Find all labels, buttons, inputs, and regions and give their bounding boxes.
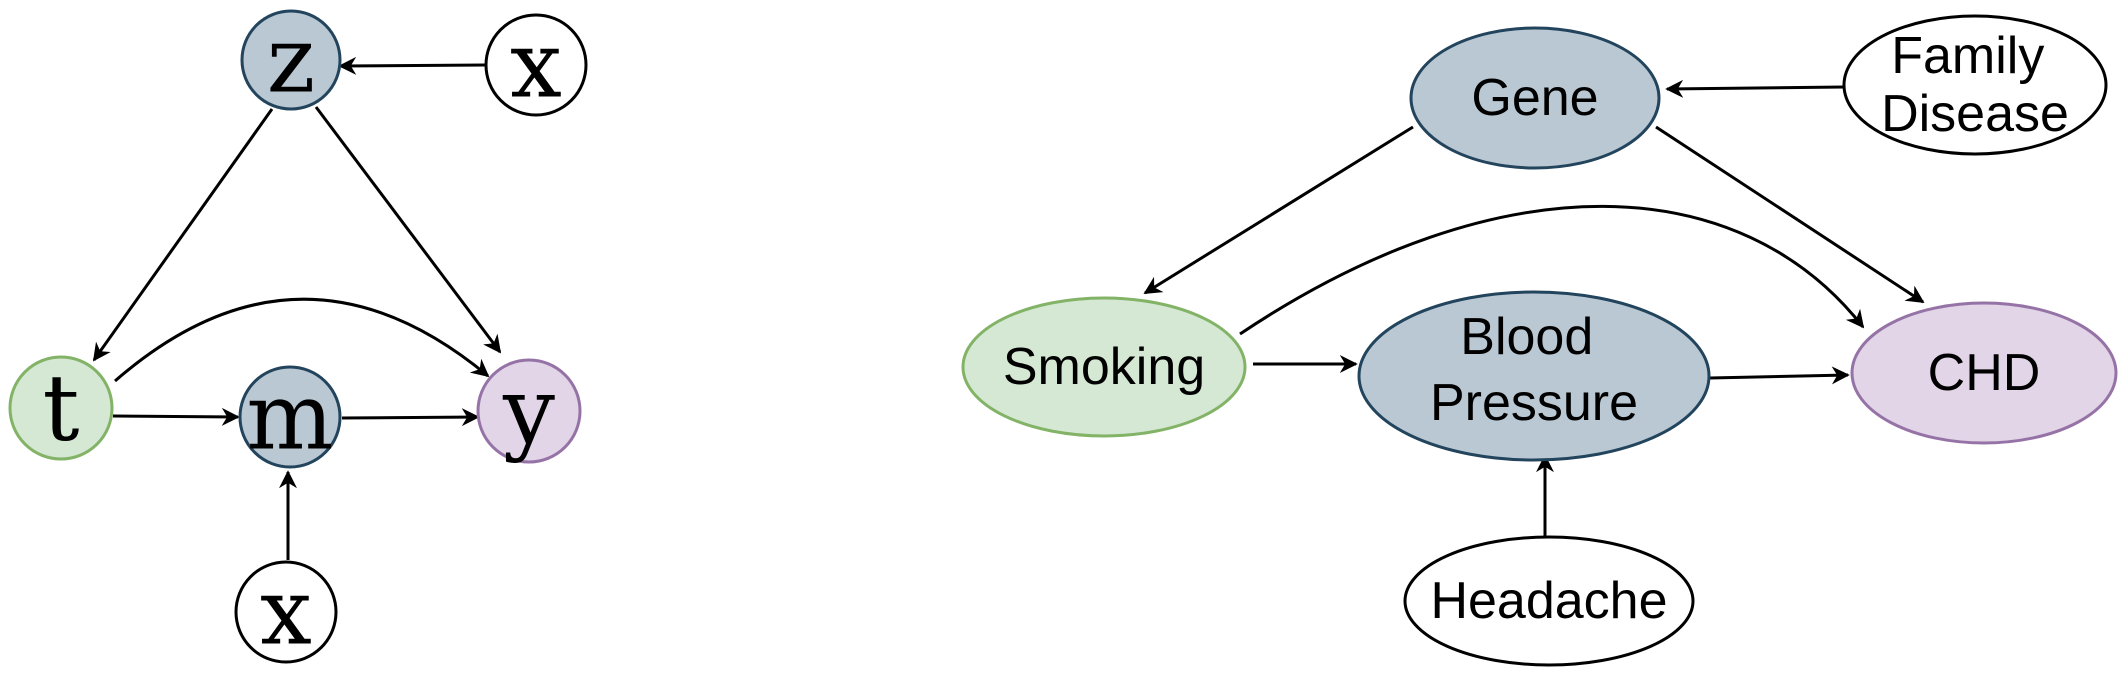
node-t: t <box>8 355 114 462</box>
node-headache: Headache <box>1403 535 1695 667</box>
node-family-disease: Family Disease <box>1842 14 2108 156</box>
edge-m-to-y <box>341 408 480 427</box>
node-y: y <box>476 358 582 465</box>
node-headache-label: Headache <box>1430 572 1667 630</box>
node-x-top: x <box>484 12 588 119</box>
node-z: z <box>240 7 342 114</box>
node-m-circle <box>238 365 342 469</box>
node-family-disease-line-1: Family <box>1891 27 2044 85</box>
node-blood-pressure-label: Blood Pressure <box>1430 308 1638 432</box>
edge-t-to-m <box>112 407 240 426</box>
node-z-label: z <box>267 7 315 114</box>
node-blood-pressure-ellipse <box>1357 290 1711 462</box>
node-family-disease-line-2: Disease <box>1881 85 2069 143</box>
node-blood-pressure-line-2: Pressure <box>1430 374 1638 432</box>
edge-gene-to-smoking <box>1143 125 1414 295</box>
node-z-circle <box>240 9 342 111</box>
edge-x-to-z <box>338 56 486 75</box>
node-headache-ellipse <box>1403 535 1695 667</box>
node-t-label: t <box>43 355 80 462</box>
edge-family-disease-to-gene <box>1665 79 1845 98</box>
example-edges <box>1143 79 1925 540</box>
node-y-label: y <box>502 358 555 465</box>
node-chd: CHD <box>1850 301 2118 445</box>
node-family-disease-ellipse <box>1842 14 2108 156</box>
node-x-bottom-circle <box>234 560 338 664</box>
node-x-bottom-label: x <box>260 559 312 666</box>
example-graph: Gene Family Disease Smoking Blood Pressu… <box>961 14 2118 667</box>
node-blood-pressure: Blood Pressure <box>1357 290 1711 462</box>
edge-smoking-to-chd <box>1239 204 1865 336</box>
node-blood-pressure-line-1: Blood <box>1460 308 1593 366</box>
node-smoking-label: Smoking <box>1003 338 1205 396</box>
edge-gene-to-chd <box>1655 125 1925 304</box>
edge-z-to-t <box>92 108 274 362</box>
node-x-bottom: x <box>234 559 338 666</box>
abstract-edges <box>92 56 502 560</box>
node-m-label: m <box>246 364 333 471</box>
edge-blood-pressure-to-chd <box>1709 366 1850 385</box>
abstract-graph: z x t m y x <box>8 7 588 666</box>
node-x-top-circle <box>484 13 588 117</box>
node-gene-label: Gene <box>1471 69 1598 127</box>
node-smoking: Smoking <box>961 296 1247 438</box>
node-chd-label: CHD <box>1928 344 2041 402</box>
node-family-disease-label: Family Disease <box>1881 27 2069 143</box>
node-gene: Gene <box>1409 26 1661 170</box>
node-chd-ellipse <box>1850 301 2118 445</box>
node-gene-ellipse <box>1409 26 1661 170</box>
edge-z-to-y <box>314 106 502 354</box>
node-y-circle <box>476 358 582 464</box>
node-m: m <box>238 364 342 471</box>
node-x-top-label: x <box>510 12 562 119</box>
edge-t-to-y-direct <box>114 297 490 383</box>
node-smoking-ellipse <box>961 296 1247 438</box>
node-t-circle <box>8 355 114 461</box>
